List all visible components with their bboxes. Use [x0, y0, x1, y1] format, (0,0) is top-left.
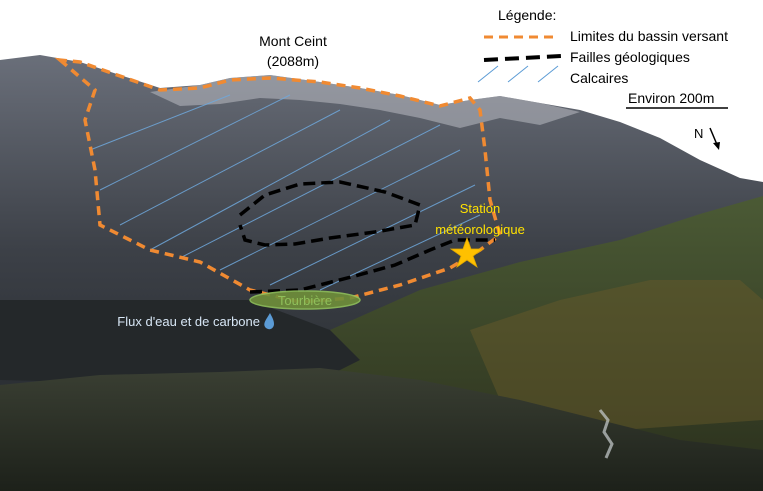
peatland-area: [249, 290, 361, 310]
legend-label-limestone: Calcaires: [570, 70, 628, 86]
legend-swatch-faults: [483, 54, 563, 62]
legend-title: Légende:: [498, 7, 556, 23]
north-label: N: [694, 126, 703, 141]
foreground-meadow: [0, 368, 763, 491]
station-label-line1: Station: [460, 201, 500, 216]
peatland-label: Tourbière: [278, 293, 332, 308]
legend-label-watershed: Limites du bassin versant: [570, 28, 728, 44]
limestone-hatching: [89, 94, 481, 291]
summit-altitude: (2088m): [267, 53, 319, 69]
legend-label-faults: Failles géologiques: [570, 49, 690, 65]
fault-upper: [238, 180, 423, 247]
fault-lower: [249, 238, 495, 294]
scale-label: Environ 200m: [628, 90, 714, 106]
watershed-boundary: [54, 57, 503, 304]
north-arrow: N: [694, 126, 720, 150]
north-arrowhead-icon: [713, 142, 720, 150]
flux-label: Flux d'eau et de carbone: [117, 314, 260, 329]
scale-bar: Environ 200m: [626, 90, 728, 109]
station-label-line2: météorologique: [435, 222, 525, 237]
summit-name: Mont Ceint: [259, 33, 327, 49]
snow-cover: [150, 75, 580, 128]
station-star-icon: [449, 236, 485, 269]
stream: [598, 409, 614, 459]
autumn-trees: [470, 280, 763, 430]
legend: Légende: Limites du bassin versant Faill…: [477, 7, 728, 86]
legend-swatch-limestone: [477, 65, 559, 83]
water-drop-icon: [264, 313, 274, 330]
